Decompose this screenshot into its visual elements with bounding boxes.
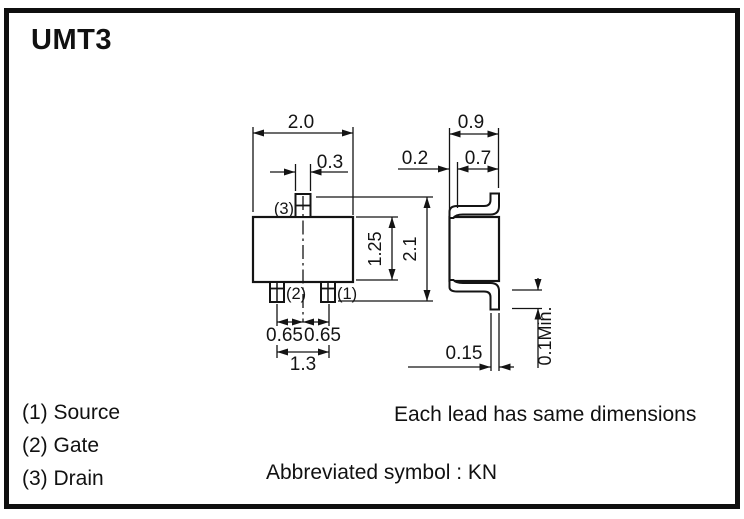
package-name-title: UMT3 (31, 24, 112, 56)
side-top-lead (448, 192, 500, 219)
pin-label-2: (2) (286, 285, 306, 303)
dim-body-width-label: 2.0 (288, 112, 314, 133)
pin-label-3: (3) (274, 200, 294, 218)
dim-lead-front-label: 0.2 (402, 148, 428, 169)
pin-legend: (1) Source (2) Gate (3) Drain (22, 396, 120, 495)
dim-pin-offset-left-label: 0.65 (266, 325, 303, 346)
drawing-frame-border (4, 8, 740, 509)
side-view-dimensions (398, 128, 542, 371)
dim-pin-pitch-label: 1.3 (290, 354, 316, 375)
lead-dimension-note: Each lead has same dimensions (394, 403, 697, 426)
front-view-dimensions (252, 127, 433, 358)
dim-overall-depth-label: 0.9 (458, 112, 484, 133)
front-view (251, 193, 355, 322)
dim-pin-offset-right-label: 0.65 (304, 325, 341, 346)
legend-item-drain: (3) Drain (22, 467, 104, 490)
front-bottom-pin-left (269, 281, 285, 303)
dim-body-depth-label: 0.7 (465, 148, 491, 169)
abbreviated-symbol-note: Abbreviated symbol : KN (266, 461, 498, 484)
dim-standoff-min-label: 0.1Min. (535, 306, 555, 365)
dim-overall-height-label: 2.1 (400, 236, 420, 261)
front-bottom-pin-right (320, 281, 336, 303)
legend-item-source: (1) Source (22, 401, 121, 424)
side-bottom-lead (448, 279, 500, 311)
pin-label-1: (1) (337, 285, 357, 303)
dim-body-height-label: 1.25 (365, 231, 385, 266)
dim-top-pin-width-label: 0.3 (317, 152, 343, 173)
legend-item-gate: (2) Gate (22, 434, 100, 457)
dim-lead-thickness-label: 0.15 (446, 343, 483, 364)
side-body (448, 215, 501, 283)
side-view (448, 192, 501, 311)
